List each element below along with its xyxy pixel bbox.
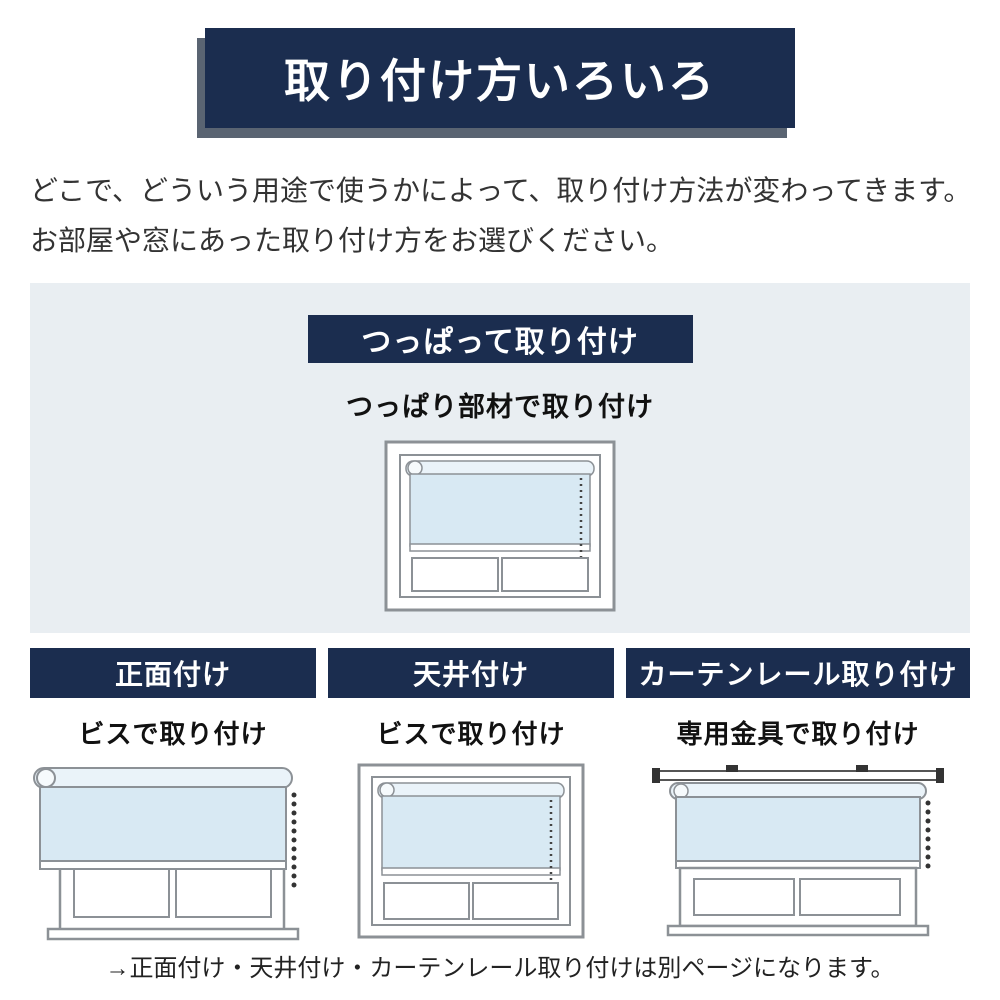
rail-end-cap-left bbox=[652, 768, 660, 783]
curtain-rail-diagram bbox=[652, 765, 944, 937]
window-pane-right bbox=[175, 868, 272, 918]
front-mount-header: 正面付け bbox=[30, 648, 316, 698]
tension-mount-illustration bbox=[384, 440, 616, 612]
ceiling-mount-diagram bbox=[357, 763, 585, 939]
roller-end-cap bbox=[36, 768, 56, 788]
ceiling-mount-illustration bbox=[357, 763, 585, 939]
rail-bracket-right bbox=[856, 765, 868, 772]
roller-end-cap bbox=[673, 783, 689, 799]
mounting-methods-row: 正面付け ビスで取り付け bbox=[30, 648, 970, 943]
intro-line-2: お部屋や窓にあった取り付け方をお選びください。 bbox=[30, 224, 675, 256]
shade-bottom-bar bbox=[381, 867, 561, 876]
shade-fabric bbox=[409, 473, 591, 547]
window-pane-right bbox=[472, 882, 559, 920]
curtain-rail-subtitle: 専用金具で取り付け bbox=[676, 719, 920, 749]
shade-bottom-bar bbox=[409, 543, 591, 552]
tension-mount-subtitle: つっぱり部材で取り付け bbox=[346, 392, 654, 422]
window-sill bbox=[46, 927, 300, 941]
ceiling-mount-header: 天井付け bbox=[328, 648, 614, 698]
rail-end-cap-right bbox=[936, 768, 944, 783]
shade-fabric bbox=[39, 786, 287, 864]
curtain-rail bbox=[657, 770, 939, 781]
roller-end-cap bbox=[379, 782, 395, 798]
curtain-rail-illustration bbox=[648, 763, 948, 939]
ceiling-mount-subtitle: ビスで取り付け bbox=[376, 719, 566, 749]
front-mount-subtitle: ビスで取り付け bbox=[78, 719, 268, 749]
front-mount-diagram bbox=[33, 767, 300, 941]
window-pane-left bbox=[73, 868, 170, 918]
curtain-rail-header: カーテンレール取り付け bbox=[626, 648, 970, 698]
shade-fabric bbox=[381, 795, 561, 871]
footer-note: →正面付け・天井付け・カーテンレール取り付けは別ページになります。 bbox=[105, 955, 895, 982]
window-pane-right bbox=[501, 557, 589, 592]
intro-line-1: どこで、どういう用途で使うかによって、取り付け方法が変わってきます。 bbox=[30, 175, 972, 206]
front-mount-column: 正面付け ビスで取り付け bbox=[30, 648, 316, 943]
pull-chain bbox=[925, 800, 931, 869]
tension-window-diagram bbox=[384, 440, 616, 612]
window-pane-left bbox=[383, 882, 470, 920]
tension-mount-section: つっぱって取り付け つっぱり部材で取り付け bbox=[30, 283, 970, 633]
roller-end-cap bbox=[407, 460, 423, 476]
window-pane-left bbox=[693, 878, 795, 916]
window-sill bbox=[666, 924, 930, 937]
ceiling-mount-column: 天井付け ビスで取り付け bbox=[328, 648, 614, 943]
shade-bottom-bar bbox=[39, 860, 287, 870]
shade-fabric bbox=[675, 796, 921, 864]
curtain-rail-column: カーテンレール取り付け 専用金具で取り付け bbox=[626, 648, 970, 943]
front-mount-illustration bbox=[30, 763, 316, 943]
window-pane-left bbox=[411, 557, 499, 592]
pull-chain bbox=[291, 792, 297, 888]
roller-tube bbox=[33, 767, 293, 789]
tension-mount-header: つっぱって取り付け bbox=[307, 315, 693, 363]
page-title: 取り付け方いろいろ bbox=[205, 28, 795, 128]
rail-bracket-left bbox=[726, 765, 738, 772]
intro-text: どこで、どういう用途で使うかによって、取り付け方法が変わってきます。 お部屋や窓… bbox=[30, 166, 975, 266]
window-pane-right bbox=[799, 878, 901, 916]
